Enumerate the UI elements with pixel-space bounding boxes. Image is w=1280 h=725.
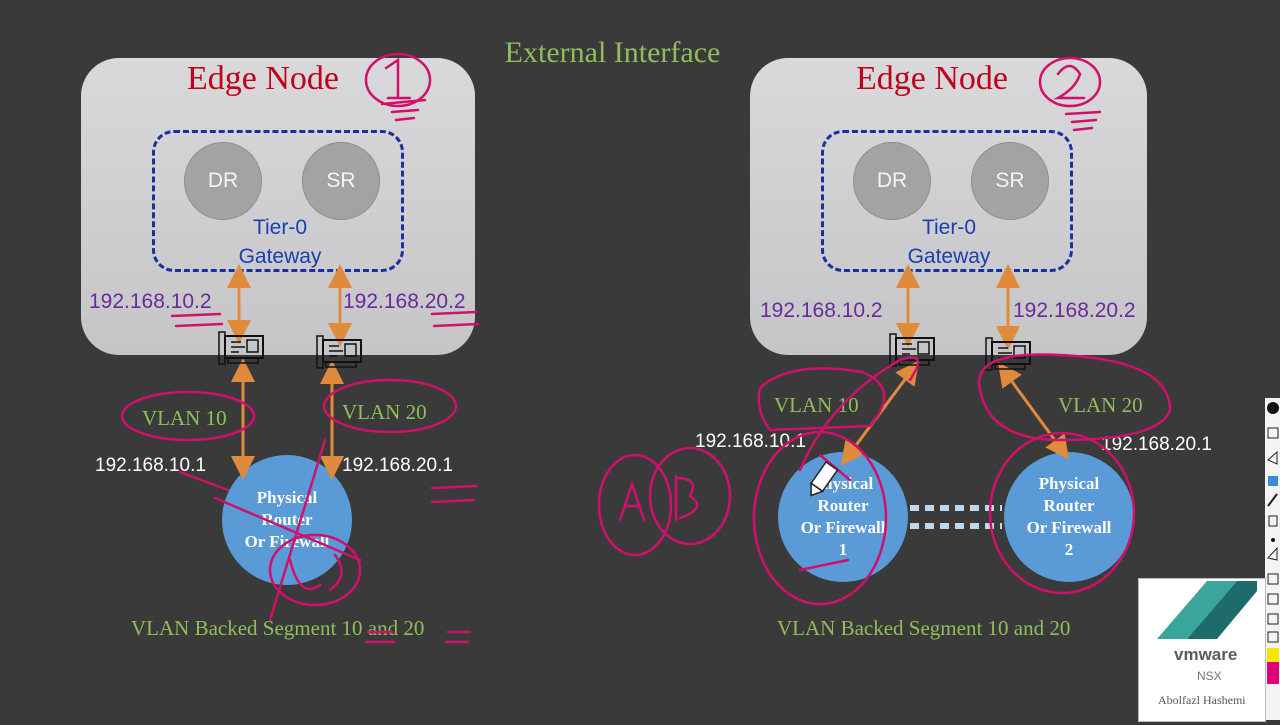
segment-label-1: VLAN Backed Segment 10 and 20 [131, 616, 425, 640]
gateway-2-label-line1: Tier-0 [921, 216, 977, 239]
router-2a-line3: Or Firewall [800, 518, 886, 537]
edge-2-ip-left: 192.168.10.2 [760, 299, 883, 322]
tier0-gateway-2 [821, 130, 1073, 272]
segment-label-2: VLAN Backed Segment 10 and 20 [777, 616, 1071, 640]
sr-node-2: SR [971, 142, 1049, 220]
edge-1-ip-left: 192.168.10.2 [89, 290, 212, 313]
drawing-toolbar[interactable] [1265, 398, 1280, 720]
gateway-2-label-line2: Gateway [907, 245, 991, 268]
nsx-product-text: NSX [1197, 669, 1222, 683]
router-2b-line1: Physical [1038, 474, 1100, 493]
router-2a-line4: 1 [838, 540, 848, 559]
vlan-10-label-1: VLAN 10 [142, 406, 227, 430]
nic-icon [218, 331, 264, 365]
gateway-1-label: Tier-0 Gateway [220, 213, 340, 271]
vmware-brand-text: vmware [1174, 645, 1238, 664]
router-2a-line2: Router [817, 496, 869, 515]
edge-node-2-title: Edge Node [856, 60, 1009, 97]
dr-node-1: DR [184, 142, 262, 220]
toolbar-icons [1267, 402, 1279, 684]
nsx-logo-icon [1157, 581, 1257, 639]
router-2b-line2: Router [1043, 496, 1095, 515]
edge-node-1-box [81, 58, 475, 355]
link-right-bottom-2 [997, 362, 1070, 460]
gateway-1-label-line1: Tier-0 [252, 216, 308, 239]
edge-node-2-box [750, 58, 1147, 355]
annotation-strokes [120, 52, 1172, 644]
dr-node-2: DR [853, 142, 931, 220]
router-1-line1: Physical [256, 488, 318, 507]
router-2b-line3: Or Firewall [1026, 518, 1112, 537]
page-title: External Interface [504, 36, 721, 69]
author-name: Abolfazl Hashemi [1158, 693, 1246, 707]
router-2b-line4: 2 [1064, 540, 1074, 559]
phys-2-ip-left: 192.168.10.1 [695, 431, 806, 452]
pen-cursor-icon [810, 460, 839, 497]
gateway-2-label: Tier-0 Gateway [889, 213, 1009, 271]
edge-2-ip-right: 192.168.20.2 [1013, 299, 1136, 322]
edge-1-ip-right: 192.168.20.2 [343, 290, 466, 313]
sr-node-1: SR [302, 142, 380, 220]
phys-2-ip-right: 192.168.20.1 [1101, 434, 1212, 455]
phys-1-ip-right: 192.168.20.1 [342, 455, 453, 476]
phys-1-ip-left: 192.168.10.1 [95, 455, 206, 476]
gateway-1-label-line2: Gateway [238, 245, 322, 268]
vlan-20-label-1: VLAN 20 [342, 400, 427, 424]
vmware-logo-card: vmware NSX Abolfazl Hashemi [1138, 578, 1266, 722]
physical-router-2b: Physical Router Or Firewall 2 [1004, 452, 1134, 582]
vlan-20-label-2: VLAN 20 [1058, 393, 1143, 417]
edge-node-1-title: Edge Node [187, 60, 340, 97]
tier0-gateway-1 [152, 130, 404, 272]
nic-icon [316, 335, 362, 369]
